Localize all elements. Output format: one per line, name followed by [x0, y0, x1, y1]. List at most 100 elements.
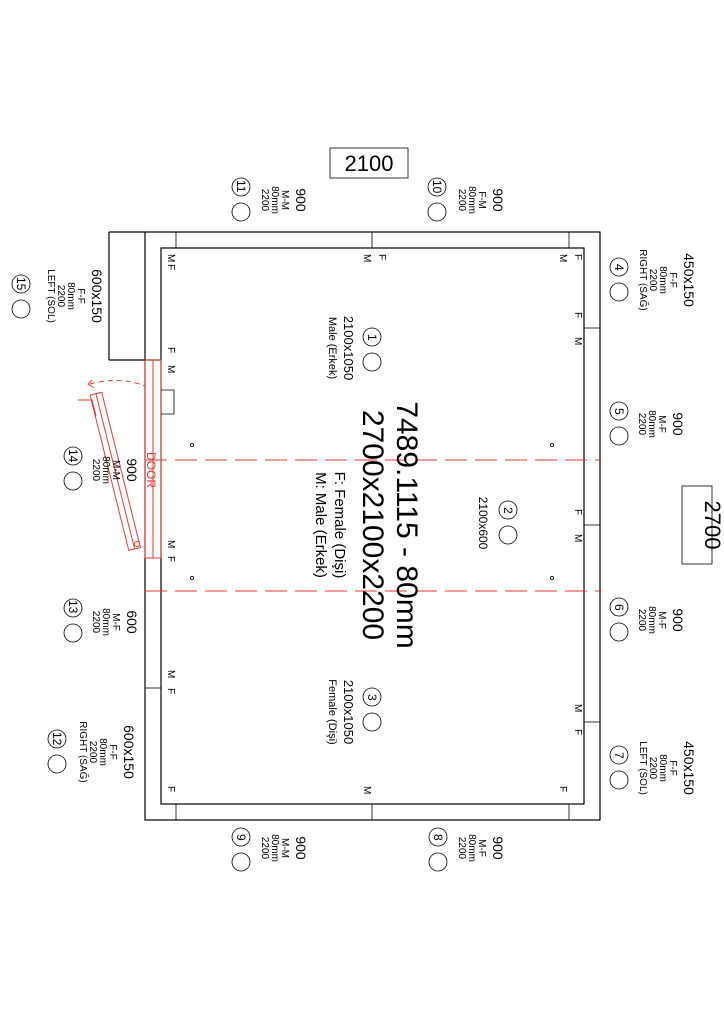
- panel-size: 900: [293, 836, 309, 860]
- panel-5-label: 5 900 M-F 80mm 2200: [609, 401, 686, 446]
- panel-conn: M-M: [110, 460, 121, 480]
- panel-type: Male (Erkek): [326, 317, 338, 379]
- panel-2-label: 2 2100x600: [476, 497, 518, 550]
- panel-size: 2100x600: [476, 497, 490, 550]
- panel-side: RIGHT (SAĞ): [637, 249, 650, 310]
- panel-number: 5: [612, 408, 626, 415]
- panel-number: 6: [612, 604, 626, 611]
- panel-14-label: 14 900 M-M 80mm 2200: [63, 446, 140, 491]
- panel-conn: M-F: [656, 611, 667, 629]
- panel-12-label: 12 600x150 F-F 80mm 2200 RIGHT (SAĞ): [47, 721, 137, 783]
- panel-thick: 80mm: [100, 456, 111, 484]
- panel-9-label: 9 900 M-M 80mm 2200: [231, 827, 309, 872]
- panel-height: 2200: [87, 741, 98, 764]
- joint-label: M: [361, 254, 372, 262]
- joint-label: F: [572, 729, 583, 735]
- dimension-right-text: 2700: [700, 501, 724, 550]
- panel-6-label: 6 900 M-F 80mm 2200: [609, 597, 686, 642]
- panel-side: RIGHT (SAĞ): [77, 721, 90, 782]
- drawing-title: 7489.1115 - 80mm 2700x2100x2200 F: Femal…: [312, 401, 423, 648]
- joint-label: F: [572, 254, 583, 260]
- joint-label: F: [572, 509, 583, 515]
- dimension-top: 2100: [329, 147, 409, 179]
- panel-size: 2100x1050: [341, 680, 356, 744]
- panel-size: 600: [124, 610, 140, 634]
- panel-conn: F-F: [75, 288, 86, 304]
- joint-label: F: [572, 312, 583, 318]
- panel-thick: 80mm: [100, 608, 111, 636]
- panel-size: 600x150: [89, 269, 105, 323]
- panel-conn: F-F: [667, 272, 678, 288]
- panel-4-label: 4 450x150 F-F 80mm 2200 RIGHT (SAĞ): [609, 249, 697, 311]
- legend-female: F: Female (Dişi): [331, 472, 348, 579]
- panel-conn: M-M: [279, 838, 290, 858]
- joint-label: M: [165, 670, 176, 678]
- panel-7-label: 7 450x150 F-F 80mm 2200 LEFT (SOL): [609, 741, 697, 795]
- panel-height: 2200: [636, 609, 647, 632]
- panel-conn: M-F: [476, 839, 487, 857]
- joint-label: M: [165, 254, 176, 262]
- joint-label: M: [165, 365, 176, 373]
- panel-number: 13: [66, 600, 80, 614]
- panel-number: 4: [612, 264, 626, 271]
- joint-label: M: [361, 786, 372, 794]
- joint-label: F: [165, 347, 176, 353]
- panel-size: 2100x1050: [341, 316, 356, 380]
- panel-number: 12: [50, 732, 64, 746]
- joint-label: F: [557, 786, 568, 792]
- panel-thick: 80mm: [97, 738, 108, 766]
- panel-number: 9: [234, 834, 248, 841]
- panel-10-label: 10 900 F-M 80mm 2200: [427, 177, 506, 222]
- panel-conn: F-F: [107, 744, 118, 760]
- joint-label: F: [376, 254, 387, 260]
- joint-label: M: [557, 254, 568, 262]
- panel-thick: 80mm: [646, 606, 657, 634]
- panel-side: LEFT (SOL): [637, 741, 648, 795]
- panel-conn: M-M: [279, 190, 290, 210]
- panel-conn: M-F: [110, 613, 121, 631]
- panel-thick: 80mm: [65, 282, 76, 310]
- joint-label: F: [165, 264, 176, 270]
- joint-label: F: [165, 786, 176, 792]
- panel-size: 900: [124, 458, 140, 482]
- panel-height: 2200: [647, 269, 658, 292]
- panel-size: 900: [490, 836, 506, 860]
- joint-label: F: [165, 688, 176, 694]
- joint-label: M: [572, 534, 583, 542]
- panel-size: 900: [670, 412, 686, 436]
- title-size: 2700x2100x2200: [356, 410, 389, 640]
- door-label: DOOR: [144, 452, 158, 488]
- panel-3-label: 3 2100x1050 Female (Dişi): [326, 679, 382, 745]
- panel-thick: 80mm: [466, 186, 477, 214]
- title-code: 7489.1115 - 80mm: [390, 401, 423, 648]
- panel-number: 8: [431, 834, 445, 841]
- panel-size: 900: [293, 188, 309, 212]
- panel-height: 2200: [259, 837, 270, 860]
- panel-thick: 80mm: [646, 410, 657, 438]
- fixing-points: [189, 442, 555, 581]
- panel-size: 600x150: [121, 725, 137, 779]
- panel-13-label: 13 600 M-F 80mm 2200: [63, 598, 140, 643]
- panel-height: 2200: [636, 413, 647, 436]
- panel-number: 3: [365, 694, 379, 701]
- panel-height: 2200: [259, 189, 270, 212]
- panel-15-label: 15 600x150 F-F 80mm 2200 LEFT (SOL): [11, 269, 105, 323]
- dimension-right: 2700: [681, 485, 724, 565]
- joint-label: M: [165, 540, 176, 548]
- panel-type: Female (Dişi): [326, 679, 338, 744]
- panel-1-label: 1 2100x1050 Male (Erkek): [326, 316, 382, 380]
- panel-thick: 80mm: [269, 834, 280, 862]
- panel-height: 2200: [456, 189, 467, 212]
- panel-height: 2200: [647, 757, 658, 780]
- joint-letters: M F M F M F F M F M M F F M F F M M F M …: [165, 254, 583, 794]
- dimension-top-text: 2100: [345, 151, 394, 176]
- joint-label: F: [165, 556, 176, 562]
- panel-number: 15: [14, 277, 28, 291]
- panel-thick: 80mm: [657, 754, 668, 782]
- legend-male: M: Male (Erkek): [312, 472, 329, 578]
- panel-conn: F-M: [476, 191, 487, 209]
- panel-number: 14: [66, 449, 80, 463]
- panel-number: 1: [365, 334, 379, 341]
- ceiling-division-lines: [145, 459, 600, 592]
- panel-11-label: 11 900 M-M 80mm 2200: [231, 177, 309, 222]
